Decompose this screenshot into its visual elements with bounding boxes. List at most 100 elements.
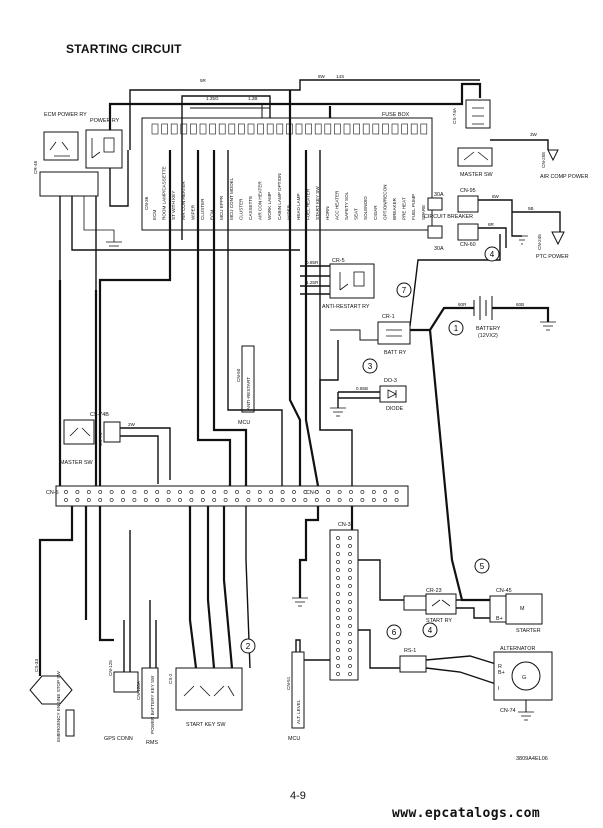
top-wiring: 5R 8W 14S 1.25G 1.2B xyxy=(108,74,482,240)
power-battery-key-label: POWER BATTERY KEY SW xyxy=(150,675,155,734)
connector-pin xyxy=(121,490,125,494)
drawing-code: 3809A4EL06 xyxy=(516,756,548,762)
connector-pin xyxy=(109,490,114,494)
connector-pin xyxy=(246,490,251,494)
cn3-pin xyxy=(336,552,340,556)
main-harness xyxy=(58,90,378,487)
cn3-pin xyxy=(348,664,352,668)
fuse-label: MCU CONT MODEL xyxy=(229,177,234,220)
cn-5-label: CN-5 xyxy=(46,490,59,496)
cs-2-label: CS-2 xyxy=(168,673,173,684)
connector-pin xyxy=(86,498,91,502)
fuse-label: CIGAR xyxy=(373,205,378,220)
fuse-label: MCU EPPR xyxy=(219,195,224,220)
connector-pin xyxy=(98,498,103,502)
connector-pin xyxy=(337,498,342,502)
fuse xyxy=(238,123,245,135)
connector-pin xyxy=(109,498,114,502)
connector-pin xyxy=(64,498,68,502)
connector-pin xyxy=(326,498,331,502)
wire-label-5r: 5R xyxy=(200,78,207,83)
connector-pin xyxy=(235,490,239,494)
starter-m-label: M xyxy=(520,606,525,612)
power-ry-label: POWER RY xyxy=(90,118,120,124)
master-sw-left: CS-74B CS-74 2W MASTER SW xyxy=(60,412,171,484)
callout: 4 xyxy=(422,622,438,638)
fuse xyxy=(190,123,197,135)
fuse xyxy=(362,123,370,135)
wire-label-125g: 1.25G xyxy=(206,96,219,101)
diode-group: DO-3 DIODE 0.85B xyxy=(330,378,407,417)
alternator: RS-1 ALTERNATOR G B+ I R CN-74 xyxy=(399,646,553,721)
batt-ry-label: BATT RY xyxy=(384,350,407,356)
fuse xyxy=(420,123,428,135)
cn-125-label: CN-125 xyxy=(108,660,113,676)
fuse-label: CABIN LAMP OPTION xyxy=(277,173,282,220)
fuse xyxy=(199,123,207,135)
cn3-pin xyxy=(336,544,340,548)
cn3-pin xyxy=(348,552,352,556)
battery-spec: (12VX2) xyxy=(478,333,498,339)
connector-pin xyxy=(200,490,205,494)
fuse xyxy=(372,123,380,135)
ptc-power-label: PTC POWER xyxy=(536,254,569,260)
fuse xyxy=(228,123,236,135)
cn3-pin xyxy=(348,600,352,604)
connector-pin xyxy=(212,490,217,494)
fuse-label: PRE HEAT xyxy=(402,197,407,220)
callout-number: 7 xyxy=(402,286,407,295)
fuse xyxy=(401,123,408,135)
callout-number: 3 xyxy=(368,362,373,371)
connector-pin xyxy=(383,498,388,502)
cn3-pin xyxy=(348,584,352,588)
wire-label-60r: 60R xyxy=(458,302,467,307)
anti-restart-ry: CR-5 ANTI-RESTART RY 0.85R 1.25R xyxy=(300,258,375,310)
fuse xyxy=(151,123,159,135)
start-key-sw: CS-2 START KEY SW xyxy=(168,506,251,728)
alternator-label: ALTERNATOR xyxy=(500,646,535,652)
cn3-pin xyxy=(336,576,340,580)
cn-245-label: CN-245 xyxy=(537,234,542,250)
watermark: www.epcatalogs.com xyxy=(392,806,541,821)
wire-label-8w: 8W xyxy=(318,74,326,79)
connector-pin xyxy=(349,490,353,494)
cn3-pin xyxy=(336,536,340,540)
fuse-label: AIR CON HEATER xyxy=(258,181,263,220)
cn3-pin xyxy=(348,640,352,644)
callout-number: 2 xyxy=(246,642,251,651)
wire-label-2w: 2W xyxy=(128,422,136,427)
connector-pin xyxy=(143,490,148,494)
fuse-label: FUEL PUMP xyxy=(411,194,416,220)
fuse-label: AIR CON HEATER xyxy=(181,181,186,220)
cr-45-label: CR-45 xyxy=(33,160,38,174)
connector-pin xyxy=(212,498,217,502)
fuse-label: CLUSTER xyxy=(238,198,243,220)
mcu-bottom-label: MCU xyxy=(288,736,300,742)
fuse-box-label: FUSE BOX xyxy=(382,112,410,118)
cn3-pin xyxy=(336,584,340,588)
callout: 4 xyxy=(484,246,500,262)
cn3-pin xyxy=(336,600,340,604)
cn3-pin xyxy=(348,544,352,548)
cr-23-label: CR-23 xyxy=(426,588,442,594)
connector-pin xyxy=(292,498,296,502)
cn-50-label: CN-50 xyxy=(236,368,241,382)
ecm-power-ry-label: ECM POWER RY xyxy=(44,112,87,118)
cn3-pins xyxy=(336,536,352,676)
cn3-pin xyxy=(336,616,340,620)
start-key-sw-label: START KEY SW xyxy=(186,722,226,728)
connector-pin xyxy=(257,490,262,494)
fuse xyxy=(266,123,274,135)
start-ry: CR-23 START RY xyxy=(403,588,496,624)
fuse xyxy=(218,123,226,135)
cn-45-label: CN-45 xyxy=(496,588,512,594)
connector-pin xyxy=(371,498,376,502)
connector-pin xyxy=(178,498,182,502)
callout: 5 xyxy=(474,558,490,574)
connector-pin xyxy=(280,498,285,502)
callout-number: 1 xyxy=(454,324,459,333)
cn3-pin xyxy=(336,664,340,668)
